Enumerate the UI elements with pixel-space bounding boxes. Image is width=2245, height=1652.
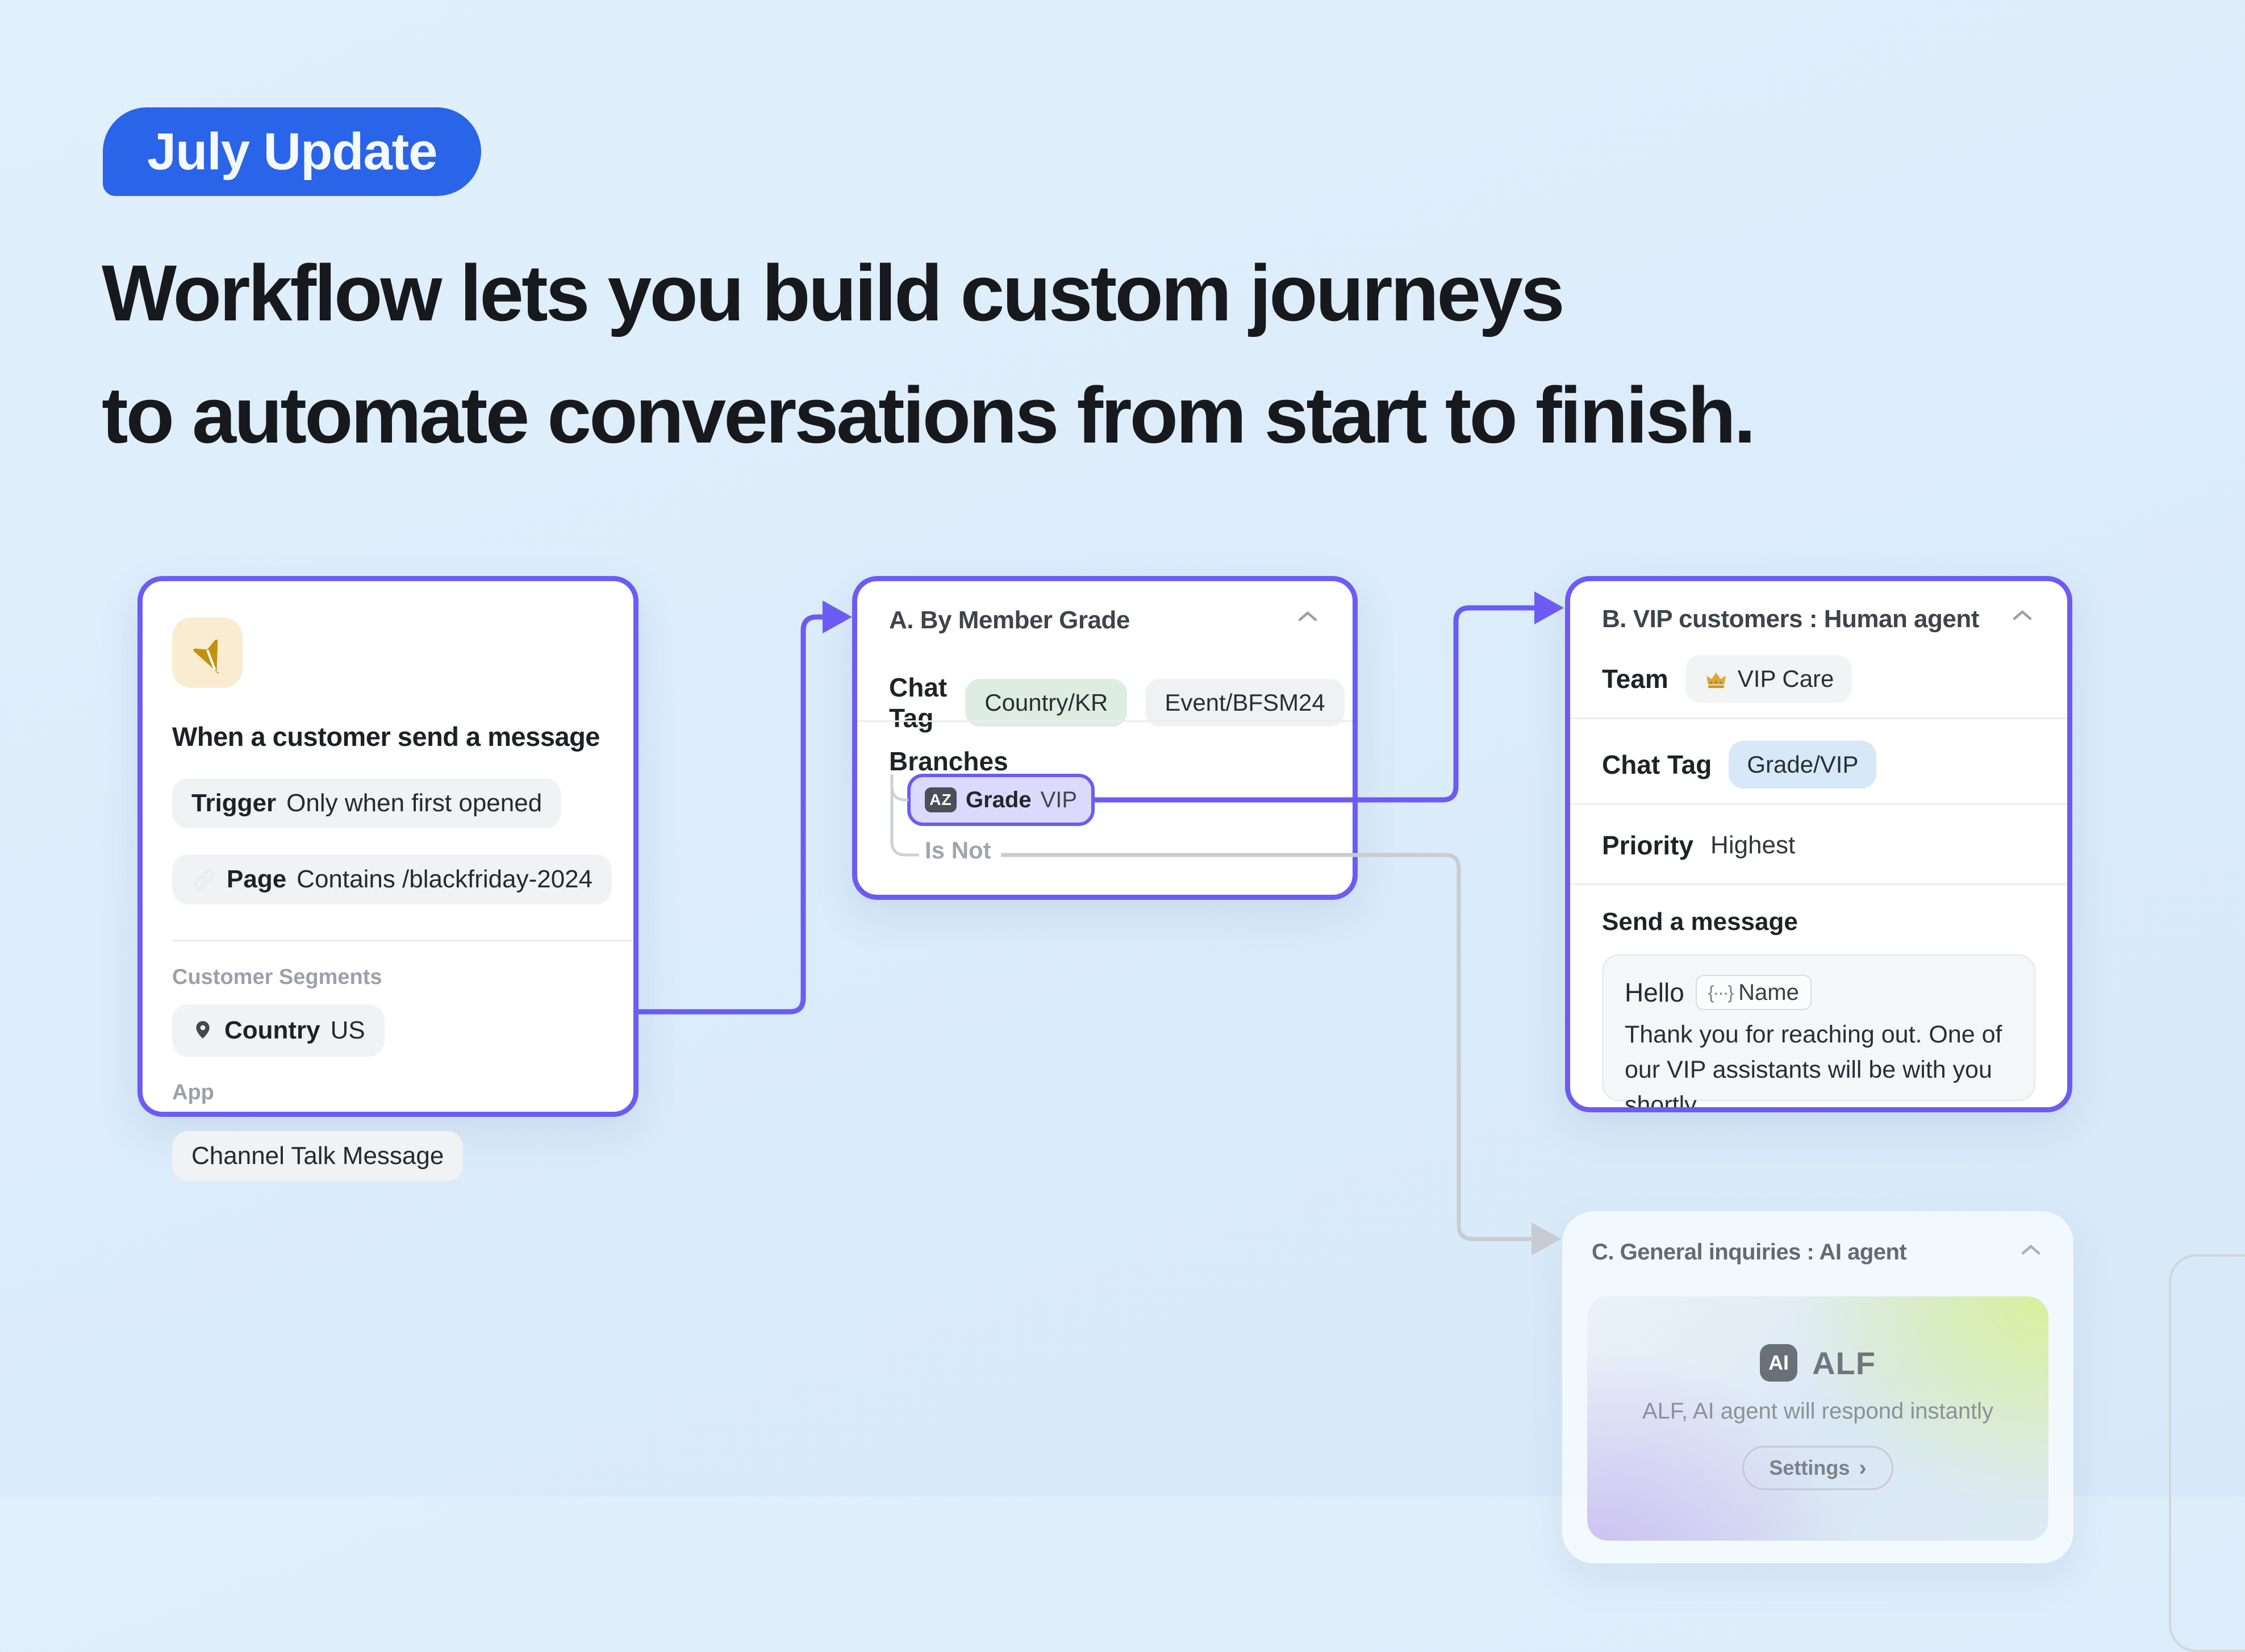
location-pin-icon xyxy=(191,1019,214,1042)
tag-chip-grade-vip[interactable]: Grade/VIP xyxy=(1729,741,1877,789)
message-editor[interactable]: Hello {···} Name Thank you for reaching … xyxy=(1602,954,2035,1107)
link-icon xyxy=(191,867,216,892)
settings-button[interactable]: Settings › xyxy=(1742,1446,1893,1490)
trigger-card-title: When a customer send a message xyxy=(172,721,600,752)
grade-label: Grade xyxy=(965,787,1032,812)
send-message-label: Send a message xyxy=(1602,908,1798,936)
grade-value: VIP xyxy=(1040,787,1078,812)
trigger-card-divider xyxy=(172,940,633,941)
next-node-card-outline xyxy=(2169,1254,2245,1652)
name-variable-chip[interactable]: {···} Name xyxy=(1695,975,1812,1010)
crown-icon xyxy=(1704,666,1729,691)
country-label: Country xyxy=(224,1016,320,1044)
collapse-chevron-icon[interactable] xyxy=(1295,607,1321,627)
variable-label: Name xyxy=(1738,979,1799,1005)
arrowhead-ai-agent xyxy=(1532,1223,1561,1255)
collapse-chevron-icon[interactable] xyxy=(2009,606,2035,626)
send-message-icon xyxy=(172,618,243,688)
vip-divider-1 xyxy=(1570,717,2067,719)
page-title: Workflow lets you build custom journeys … xyxy=(102,232,1756,476)
message-greeting: Hello xyxy=(1625,978,1684,1007)
chat-tag-label: Chat Tag xyxy=(889,673,948,733)
page-value: Contains /blackfriday-2024 xyxy=(297,865,593,893)
trigger-value: Only when first opened xyxy=(286,789,543,817)
arrowhead-human-agent xyxy=(1534,591,1564,624)
vip-divider-3 xyxy=(1570,883,2067,885)
page-condition-chip[interactable]: Page Contains /blackfriday-2024 xyxy=(172,854,612,904)
app-chip[interactable]: Channel Talk Message xyxy=(172,1131,464,1181)
arrowhead-branch xyxy=(823,600,852,633)
trigger-node-card: When a customer send a message Trigger O… xyxy=(137,576,639,1181)
connector-isnot-to-ai-agent xyxy=(1001,853,1535,1241)
chevron-right-icon: › xyxy=(1859,1455,1867,1480)
variable-icon: {···} xyxy=(1708,982,1734,1003)
app-label: App xyxy=(172,1081,214,1104)
vip-card-title: B. VIP customers : Human agent xyxy=(1602,605,1979,633)
branches-label: Branches xyxy=(889,746,1008,776)
branch-is-not-label[interactable]: Is Not xyxy=(925,837,991,863)
chat-tag-label: Chat Tag xyxy=(1602,750,1712,779)
branch-grade-vip-chip[interactable]: AZ Grade VIP xyxy=(907,774,1095,826)
page-title-line-1: Workflow lets you build custom journeys xyxy=(102,248,1565,337)
customer-segments-label: Customer Segments xyxy=(172,965,382,989)
priority-value: Highest xyxy=(1710,831,1796,859)
page-title-line-2: to automate conversations from start to … xyxy=(102,370,1756,460)
ai-agent-name: ALF xyxy=(1812,1345,1876,1381)
branch-node-card: A. By Member Grade Chat Tag Country/KR E… xyxy=(852,576,1358,900)
team-label: Team xyxy=(1602,664,1668,694)
branch-card-divider xyxy=(857,720,1353,722)
ai-agent-node-card: C. General inquiries : AI agent AI ALF A… xyxy=(1562,1211,2073,1563)
country-value: US xyxy=(330,1016,365,1044)
ai-agent-panel: AI ALF ALF, AI agent will respond instan… xyxy=(1587,1296,2048,1541)
country-segment-chip[interactable]: Country US xyxy=(172,1004,385,1057)
branch-card-title: A. By Member Grade xyxy=(889,606,1130,634)
page-label: Page xyxy=(227,865,287,893)
message-body: Thank you for reaching out. One of our V… xyxy=(1625,1021,2002,1112)
settings-label: Settings xyxy=(1769,1456,1850,1479)
ai-agent-description: ALF, AI agent will respond instantly xyxy=(1642,1399,1994,1424)
ai-card-title: C. General inquiries : AI agent xyxy=(1592,1240,1907,1265)
app-value: Channel Talk Message xyxy=(191,1142,444,1170)
tag-chip-event-bfsm24[interactable]: Event/BFSM24 xyxy=(1145,679,1345,727)
connector-trigger-to-branch xyxy=(635,614,825,1015)
az-badge-icon: AZ xyxy=(924,787,957,812)
team-chip[interactable]: VIP Care xyxy=(1685,655,1852,703)
vip-divider-2 xyxy=(1570,803,2067,805)
july-update-badge: July Update xyxy=(103,107,482,196)
collapse-chevron-icon[interactable] xyxy=(2018,1241,2044,1261)
human-agent-node-card: B. VIP customers : Human agent Team VIP … xyxy=(1565,576,2072,1112)
trigger-condition-chip[interactable]: Trigger Only when first opened xyxy=(172,778,562,828)
ai-badge-icon: AI xyxy=(1760,1344,1798,1382)
team-value: VIP Care xyxy=(1737,665,1834,692)
priority-label: Priority xyxy=(1602,831,1694,860)
trigger-label: Trigger xyxy=(191,789,277,817)
tag-chip-country-kr[interactable]: Country/KR xyxy=(965,679,1128,727)
